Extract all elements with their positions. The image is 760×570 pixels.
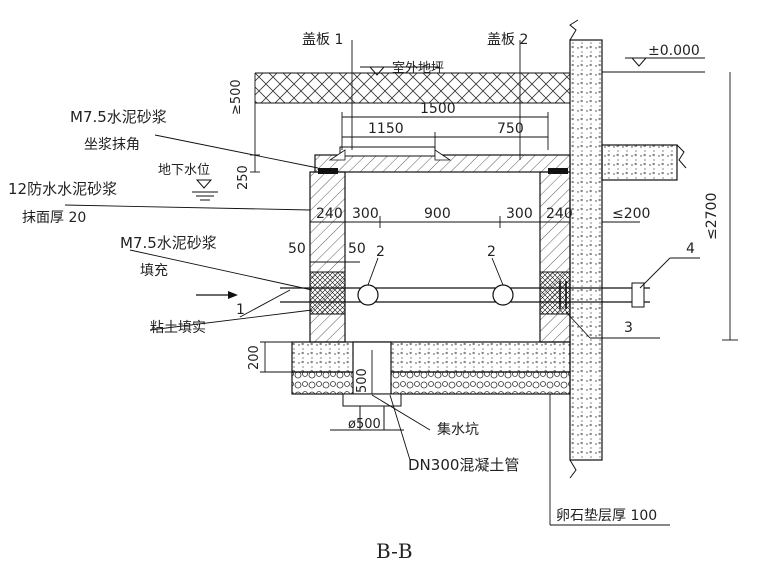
dim-base-height: 200 — [247, 345, 262, 370]
drawing-labels: 盖板 1 盖板 2 室外地坪 ±0.000 M7.5水泥砂浆 坐浆抹角 地下水位… — [8, 32, 700, 563]
dim-slab-thickness: 250 — [236, 165, 251, 190]
groundwater-symbol — [192, 179, 218, 201]
label-elevation: ±0.000 — [648, 43, 700, 59]
label-outdoor-ground: 室外地坪 — [392, 60, 444, 76]
building-wall — [569, 19, 705, 479]
label-waterproof-title: 12防水水泥砂浆 — [8, 180, 117, 198]
dim-wall-left: 240 — [316, 206, 343, 222]
base-slab — [291, 341, 571, 430]
chamber-walls — [309, 171, 571, 343]
section-title: B-B — [376, 539, 413, 563]
dim-cover-depth: ≥500 — [229, 79, 244, 115]
label-mortar-sub: 坐浆抹角 — [84, 137, 140, 153]
label-mortar-title: M7.5水泥砂浆 — [70, 108, 167, 126]
dim-sump-depth: 500 — [355, 368, 370, 393]
label-concrete-pipe: DN300混凝土管 — [408, 456, 519, 474]
dimension-texts: ≥500 1500 1150 750 250 240 300 900 300 2… — [229, 79, 720, 432]
callout-4: 4 — [686, 241, 695, 257]
flow-arrow — [196, 291, 238, 299]
dim-seal-left: 50 — [288, 241, 306, 257]
callouts: 1 2 2 3 4 — [236, 241, 695, 336]
leader-lines — [64, 40, 700, 526]
label-clay-fill: 粘土填实 — [150, 320, 206, 336]
label-fill-sub: 填充 — [140, 263, 168, 279]
dim-cover2-width: 750 — [497, 121, 524, 137]
callout-1: 1 — [236, 302, 245, 318]
label-waterproof-sub: 抹面厚 20 — [22, 210, 86, 226]
dim-width-total: 1500 — [420, 101, 456, 117]
cover-slab — [314, 146, 571, 174]
callout-2a: 2 — [376, 244, 385, 260]
dim-wall-right: 240 — [546, 206, 573, 222]
label-cover-2: 盖板 2 — [487, 32, 528, 48]
dim-sump-dia: ø500 — [348, 417, 381, 432]
dimension-lines — [250, 72, 738, 431]
dim-clearance: ≤200 — [612, 206, 650, 222]
dim-cover1-width: 1150 — [368, 121, 404, 137]
label-fill-title: M7.5水泥砂浆 — [120, 234, 217, 252]
level-symbols — [360, 57, 705, 76]
label-sump: 集水坑 — [437, 421, 479, 438]
dim-gap-left: 300 — [352, 206, 379, 222]
pipe-run — [280, 281, 650, 309]
callout-3: 3 — [624, 320, 633, 336]
outdoor-ground-band — [255, 72, 570, 104]
label-gravel-bed: 卵石垫层厚 100 — [556, 508, 657, 524]
dim-gap-right: 300 — [506, 206, 533, 222]
label-cover-1: 盖板 1 — [302, 32, 343, 48]
dim-clear-span: 900 — [424, 206, 451, 222]
label-groundwater: 地下水位 — [158, 163, 210, 178]
dim-depth-total: ≤2700 — [704, 193, 720, 240]
callout-2b: 2 — [487, 244, 496, 260]
dim-seal-right: 50 — [348, 241, 366, 257]
